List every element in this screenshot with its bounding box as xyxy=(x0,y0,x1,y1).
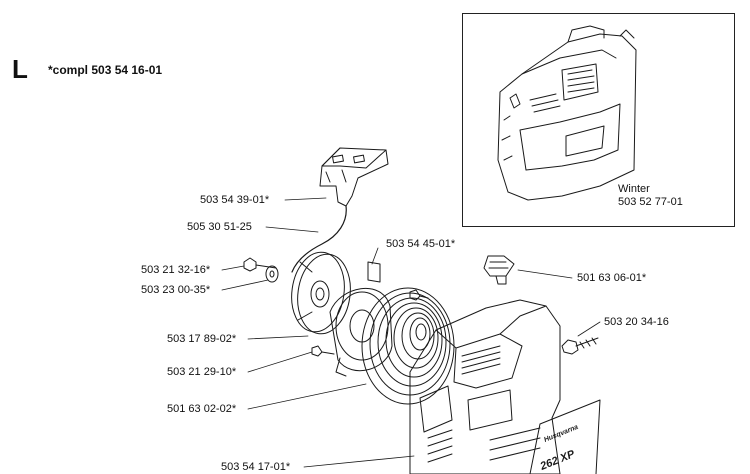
housing-screw xyxy=(561,337,599,355)
part-label-housing-screw: 503 20 34-16 xyxy=(604,316,669,328)
section-letter: L xyxy=(12,54,28,84)
leader-lines xyxy=(221,197,601,468)
winter-cover-drawing xyxy=(497,25,637,201)
part-label-starter-housing: 503 54 17-01* xyxy=(221,461,291,473)
starter-housing xyxy=(409,299,561,474)
winter-part-number: 503 52 77-01 xyxy=(618,196,683,208)
recoil-spring xyxy=(361,287,455,405)
cassette-screw xyxy=(311,345,335,357)
winter-inset-frame xyxy=(462,13,735,227)
part-label-starter-handle: 503 54 39-01* xyxy=(200,194,270,206)
pulley-screw xyxy=(243,257,277,272)
starter-handle xyxy=(319,147,389,207)
rope-pulley xyxy=(291,251,351,335)
winter-variant-name: Winter xyxy=(618,183,650,195)
part-label-pulley-screw: 503 21 32-16* xyxy=(141,264,211,276)
winter-inset-label: Winter 503 52 77-01 xyxy=(618,183,683,209)
part-label-vent-grille: 501 63 06-01* xyxy=(577,272,647,284)
decal-model-text: 262 XP xyxy=(538,448,577,473)
part-label-pulley-washer: 503 23 00-35* xyxy=(141,284,211,296)
part-label-rope-pulley: 503 17 89-02* xyxy=(167,333,237,345)
part-label-starter-rope: 505 30 51-25 xyxy=(187,221,252,233)
part-label-spring-bracket: 503 54 45-01* xyxy=(386,238,456,250)
part-label-recoil-spring: 501 63 02-02* xyxy=(167,403,237,415)
model-decal xyxy=(529,399,601,474)
decal-brand-text: Husqvarna xyxy=(543,424,579,444)
vent-grille xyxy=(483,255,515,285)
assembly-part-number: *compl 503 54 16-01 xyxy=(48,63,163,77)
part-label-cassette-screw: 503 21 29-10* xyxy=(167,366,237,378)
starter-rope xyxy=(291,205,347,273)
pulley-washer xyxy=(265,265,279,283)
